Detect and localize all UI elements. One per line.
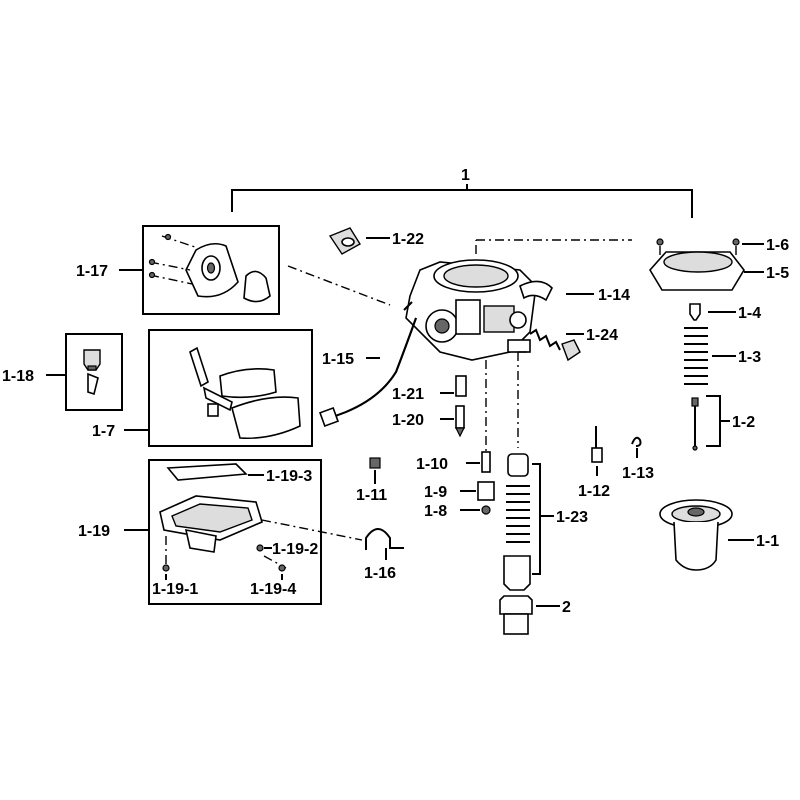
part-1-11 (369, 457, 381, 484)
part-1-5-cover (649, 251, 745, 291)
part-1-19-group (148, 459, 322, 605)
callout-1-19-1: 1-19-1 (152, 581, 198, 598)
part-1-4 (689, 303, 701, 321)
part-1-20 (455, 405, 465, 438)
callout-1-15: 1-15 (322, 351, 354, 368)
callout-1-1: 1-1 (756, 533, 779, 550)
callout-1-24: 1-24 (586, 327, 618, 344)
callout-1-8: 1-8 (424, 503, 447, 520)
callout-1-13: 1-13 (622, 465, 654, 482)
callout-1-10: 1-10 (416, 456, 448, 473)
part-1-10 (481, 451, 491, 473)
part-1-8 (481, 505, 491, 515)
part-1-6-screws (656, 238, 740, 258)
callout-1-17: 1-17 (76, 263, 108, 280)
callout-1-19-4: 1-19-4 (250, 581, 296, 598)
callout-1-19-3: 1-19-3 (266, 468, 312, 485)
part-1-9 (477, 481, 495, 501)
carburetor-body (403, 259, 553, 361)
callout-1-21: 1-21 (392, 386, 424, 403)
callout-2: 2 (562, 599, 571, 616)
callout-1-18: 1-18 (2, 368, 34, 385)
callout-1-6: 1-6 (766, 237, 789, 254)
part-1-2-needle (691, 397, 699, 451)
callout-1-11: 1-11 (356, 487, 387, 504)
callout-1-14: 1-14 (598, 287, 630, 304)
part-1-7-group (148, 329, 313, 447)
callout-1-9: 1-9 (424, 484, 447, 501)
callout-1-2: 1-2 (732, 414, 755, 431)
callout-1-22: 1-22 (392, 231, 424, 248)
callout-1-23: 1-23 (556, 509, 588, 526)
part-1-23 (503, 453, 531, 591)
part-1-16-clip (365, 528, 404, 560)
part-1-17-group (142, 225, 280, 315)
part-1-24 (529, 328, 581, 362)
part-1-21 (455, 375, 467, 397)
assembly-bracket (231, 184, 693, 218)
part-1-15-hose (319, 317, 417, 427)
callout-1: 1 (461, 167, 470, 184)
callout-1-4: 1-4 (738, 305, 761, 322)
part-1-22 (328, 227, 361, 255)
part-1-12 (591, 426, 603, 463)
part-1-18-group (65, 333, 123, 411)
callout-1-3: 1-3 (738, 349, 761, 366)
part-2 (499, 595, 533, 635)
callout-1-12: 1-12 (578, 483, 610, 500)
callout-1-16: 1-16 (364, 565, 396, 582)
callout-1-5: 1-5 (766, 265, 789, 282)
part-1-13 (631, 436, 642, 447)
callout-1-7: 1-7 (92, 423, 115, 440)
callout-1-19-2: 1-19-2 (272, 541, 318, 558)
callout-1-20: 1-20 (392, 412, 424, 429)
part-1-1-slide (659, 499, 733, 571)
part-1-3-spring (684, 327, 708, 385)
callout-1-19: 1-19 (78, 523, 110, 540)
